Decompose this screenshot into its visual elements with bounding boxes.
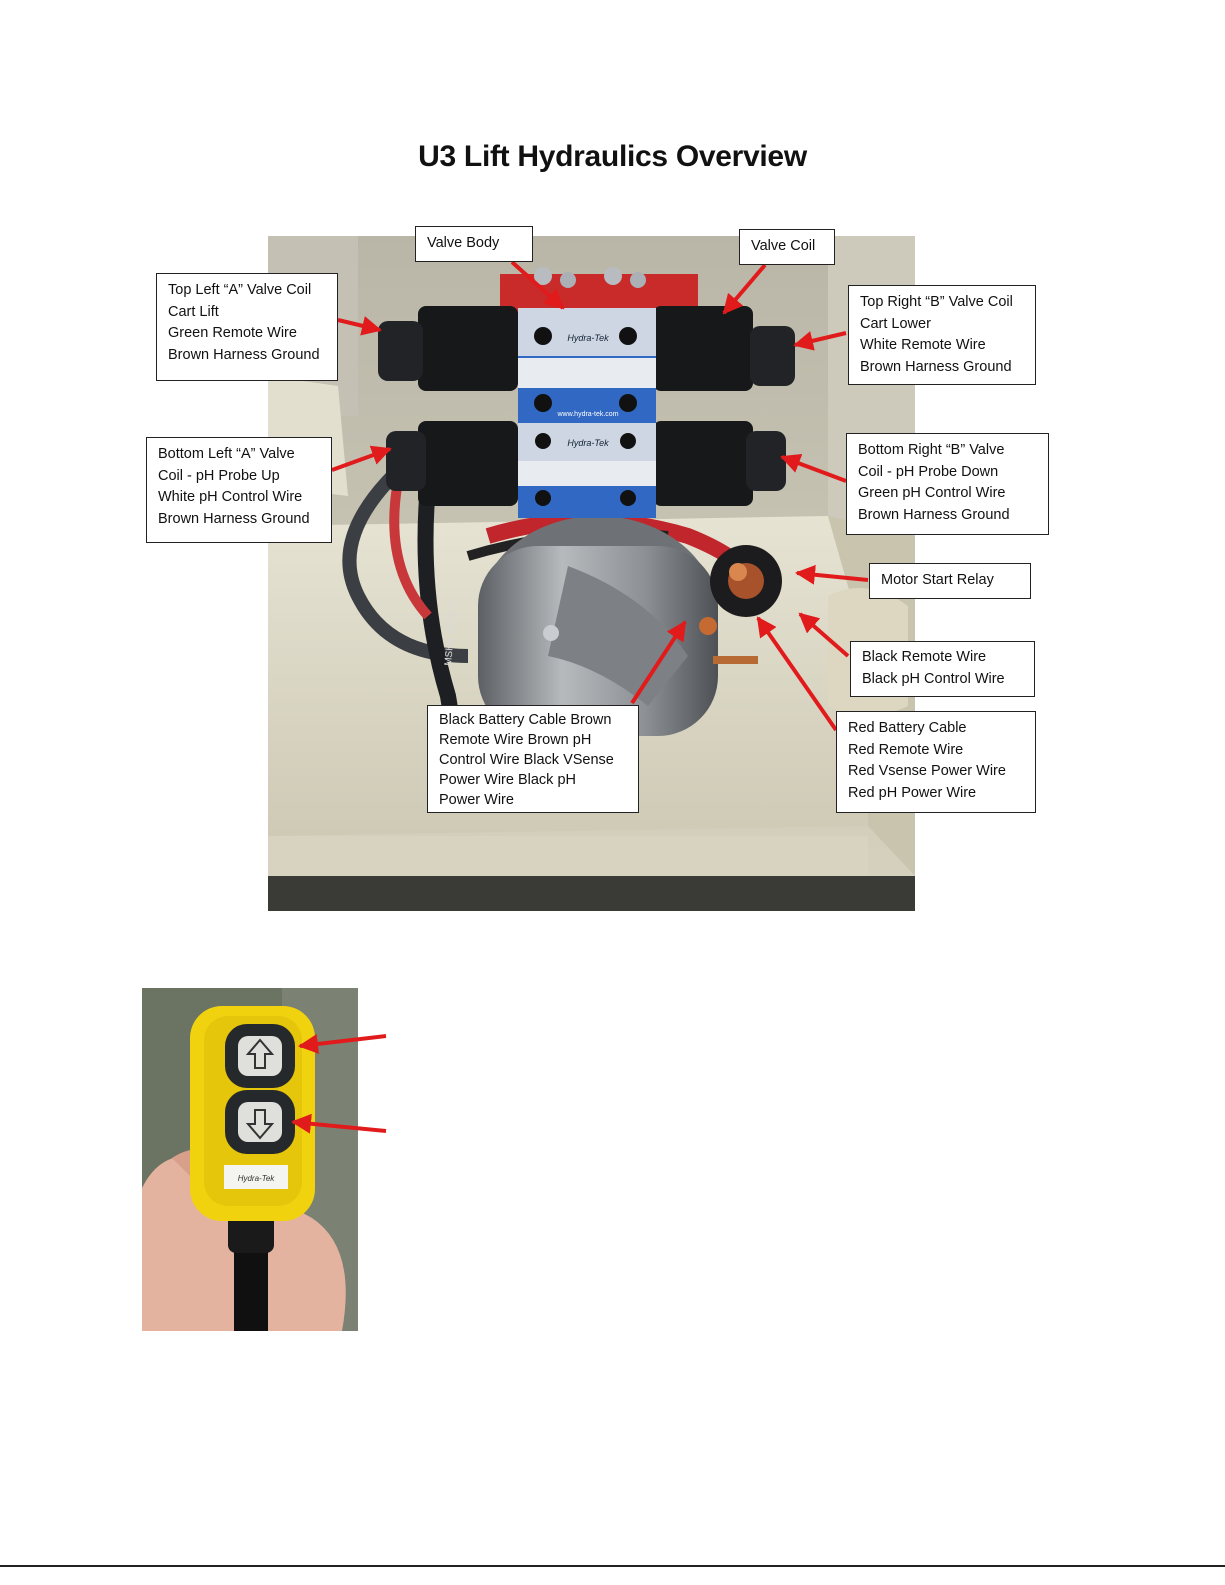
callout-line: Black pH Control Wire	[862, 670, 1005, 687]
callout-line: Black Remote Wire	[862, 649, 987, 665]
callout-valve-coil: Valve Coil	[739, 229, 835, 265]
callout-line: Power Wire Black pH	[439, 772, 576, 788]
callout-line: Control Wire Black VSense	[439, 752, 614, 768]
callout-black-battery-cable: Black Battery Cable Brown Remote Wire Br…	[427, 705, 639, 813]
callout-top-right-valve-coil: Top Right “B” Valve Coil Cart Lower Whit…	[848, 285, 1036, 385]
page-bottom-rule	[0, 1565, 1225, 1567]
callout-line: Valve Coil	[751, 238, 816, 254]
brand-label-lower: Hydra-Tek	[567, 438, 609, 448]
callout-line: Red Vsense Power Wire	[848, 763, 1006, 779]
callout-line: White Remote Wire	[860, 337, 986, 353]
callout-line: Bottom Right “B” Valve	[858, 442, 1005, 458]
page-title: U3 Lift Hydraulics Overview	[418, 140, 807, 173]
callout-line: Red Battery Cable	[848, 720, 967, 736]
callout-line: Coil - pH Probe Up	[158, 467, 280, 484]
callout-line: Power Wire	[439, 792, 514, 808]
pendant-brand-label: Hydra-Tek	[238, 1174, 276, 1183]
callout-line: Brown Harness Ground	[858, 506, 1010, 523]
callout-bottom-right-valve-coil: Bottom Right “B” Valve Coil - pH Probe D…	[846, 433, 1049, 535]
pendant-controller-photo: Hydra-Tek	[142, 988, 358, 1331]
callout-line: Top Left “A” Valve Coil	[168, 282, 312, 298]
callout-bottom-left-valve-coil: Bottom Left “A” Valve Coil - pH Probe Up…	[146, 437, 332, 543]
callout-line: Brown Harness Ground	[860, 358, 1012, 375]
callout-line: Red pH Power Wire	[848, 784, 977, 801]
callout-line: Valve Body	[427, 235, 500, 251]
callout-line: Brown Harness Ground	[168, 346, 320, 363]
callout-line: Motor Start Relay	[881, 572, 994, 588]
callout-line: Top Right “B” Valve Coil	[860, 294, 1013, 310]
callout-line: Remote Wire Brown pH	[439, 732, 592, 748]
callout-valve-body: Valve Body	[415, 226, 533, 262]
brand-label-upper: Hydra-Tek	[567, 333, 609, 343]
callout-line: Green pH Control Wire	[858, 485, 1006, 501]
callout-line: Bottom Left “A” Valve	[158, 446, 295, 462]
callout-line: Cart Lift	[168, 303, 219, 320]
callout-line: Black Battery Cable Brown	[439, 712, 612, 728]
callout-line: Cart Lower	[860, 315, 931, 332]
callout-top-left-valve-coil: Top Left “A” Valve Coil Cart Lift Green …	[156, 273, 338, 381]
callout-motor-start-relay: Motor Start Relay	[869, 563, 1031, 599]
callout-red-battery-cable: Red Battery Cable Red Remote Wire Red Vs…	[836, 711, 1036, 813]
callout-line: Red Remote Wire	[848, 741, 964, 758]
callout-line: Coil - pH Probe Down	[858, 463, 999, 480]
callout-line: Brown Harness Ground	[158, 510, 310, 527]
callout-line: White pH Control Wire	[158, 489, 303, 505]
callout-line: Green Remote Wire	[168, 325, 297, 341]
callout-black-remote-wire: Black Remote Wire Black pH Control Wire	[850, 641, 1035, 697]
website-label: www.hydra-tek.com	[556, 411, 618, 418]
